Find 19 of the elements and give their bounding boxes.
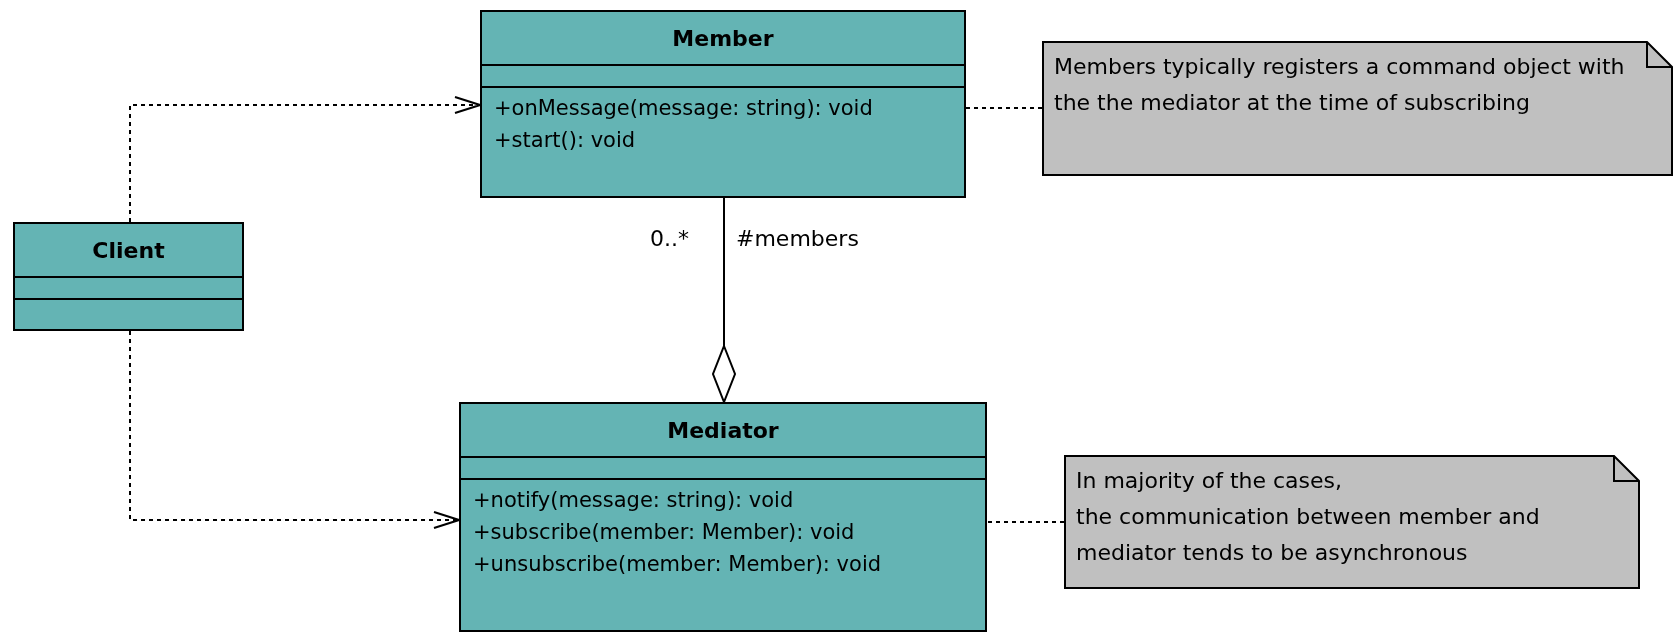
dependency-arrow (129, 96, 481, 223)
note-connector (965, 107, 1043, 109)
operation-text: +notify(message: string): void (473, 487, 795, 514)
note-text: the communication between member and mediator tends to be asynchronous (1076, 503, 1541, 567)
note-connector (986, 521, 1065, 523)
class-name: Mediator (667, 416, 779, 445)
class-name: Member (672, 24, 774, 53)
class-box (480, 10, 966, 198)
class-name: Client (92, 236, 165, 265)
note-text: Members typically registers a command object with the the mediator at the time of subscribing (1054, 53, 1626, 117)
class-box (13, 222, 244, 331)
operation-text: +start(): void (494, 127, 637, 154)
operation-text: +subscribe(member: Member): void (473, 519, 856, 546)
operation-text: +unsubscribe(member: Member): void (473, 551, 883, 578)
note-text: In majority of the cases, (1076, 467, 1344, 495)
dependency-arrow (129, 330, 460, 529)
aggregation-line (712, 197, 736, 403)
operation-text: +onMessage(message: string): void (494, 95, 874, 122)
class-box (459, 402, 987, 632)
